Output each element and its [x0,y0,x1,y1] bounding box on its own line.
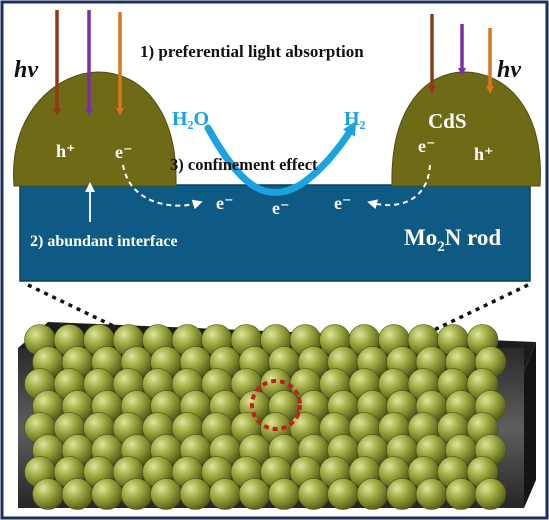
hole-label-left: h⁺ [56,141,76,161]
hv-label-left: hν [14,57,38,83]
rod-label: Mo2N rod [404,225,501,255]
cds-label: CdS [428,109,467,133]
electron-label-rod-3: e⁻ [334,193,352,213]
cds-sphere [474,478,507,510]
cds-sphere [356,478,389,510]
cds-sphere [268,478,300,510]
water-label: H₂O [172,108,209,130]
cds-sphere [386,478,418,510]
cds-sphere [150,478,182,510]
light-absorption-label: 1) preferential light absorption [140,42,364,61]
electron-arrow-icon [122,164,203,210]
electron-label-rod-1: e⁻ [216,193,234,213]
highlight-circle [250,379,302,431]
cds-sphere [120,478,153,510]
interface-label: 2) abundant interface [30,233,178,250]
cds-sphere [415,478,448,510]
hv-label-right: hν [497,57,521,83]
top-schematic [13,71,541,282]
cds-sphere [238,478,271,510]
cds-sphere [327,478,359,510]
cds-sphere [91,478,123,510]
hole-label-right: h⁺ [474,144,494,164]
sphere-array [24,324,507,510]
cds-sphere [32,478,64,510]
electron-label-right: e⁻ [418,136,436,156]
rod-core-end [524,342,536,508]
cds-sphere [445,478,477,510]
mo2n-rod [19,184,531,282]
water-arrow-icon [204,121,357,197]
cds-particle-left [13,71,177,187]
cds-sphere [61,478,94,510]
nanorod-model [18,322,536,510]
cds-sphere [297,478,330,510]
hydrogen-label: H₂ [344,108,366,130]
confinement-label: 3) confinement effect [170,155,318,174]
electron-arrow-icon [367,164,431,210]
cds-sphere [209,478,241,510]
electron-label-rod-2: e⁻ [272,198,290,218]
electron-label-left: e⁻ [115,142,133,162]
cds-sphere [179,478,212,510]
